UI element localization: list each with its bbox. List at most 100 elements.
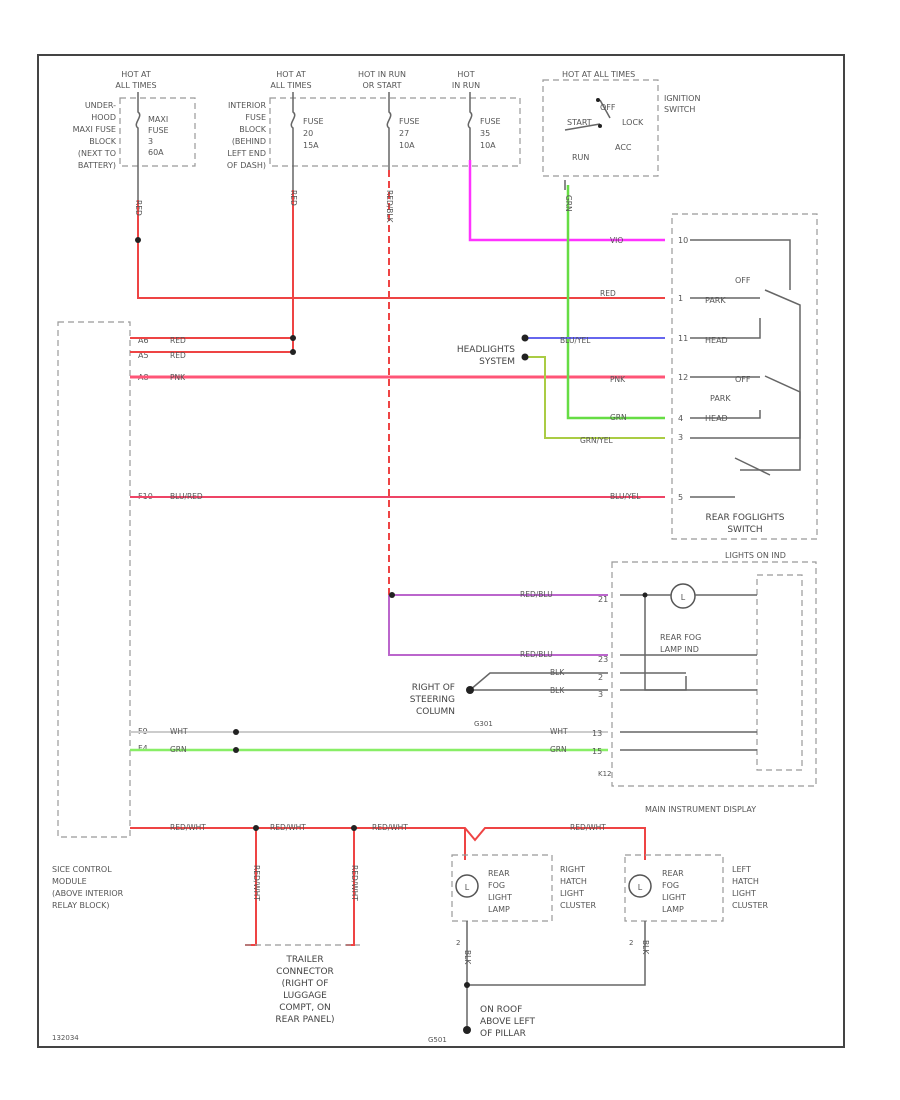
svg-text:REAR FOG: REAR FOG: [660, 633, 701, 642]
svg-text:ABOVE LEFT: ABOVE LEFT: [480, 1017, 536, 1027]
svg-text:RUN: RUN: [572, 153, 589, 162]
wire-red-underhood: [137, 200, 665, 299]
svg-text:3: 3: [678, 433, 683, 442]
svg-text:FUSE: FUSE: [399, 117, 420, 126]
wire-label: RED/WHT: [372, 823, 408, 832]
wire-label: GRN: [610, 413, 627, 422]
svg-text:3: 3: [598, 690, 603, 699]
right-lamp-label: REAR FOG LIGHT LAMP RIGHT HATCH LIGHT CL…: [488, 865, 597, 914]
ignition-switch-box: [542, 79, 659, 177]
wire-label: GRN: [564, 195, 573, 212]
svg-text:12: 12: [678, 373, 688, 382]
diagram-code: 132034: [52, 1034, 79, 1042]
rear-fog-switch-label: REAR FOGLIGHTS SWITCH: [705, 513, 784, 535]
svg-text:MAXI FUSE: MAXI FUSE: [73, 125, 116, 134]
wire-black-ground: [469, 672, 608, 691]
svg-text:BATTERY): BATTERY): [78, 161, 116, 170]
svg-text:3: 3: [148, 137, 153, 146]
svg-text:FUSE: FUSE: [480, 117, 501, 126]
wire-grn-yel: [525, 356, 665, 439]
svg-text:13: 13: [592, 729, 602, 738]
svg-text:1: 1: [678, 294, 683, 303]
instrument-connector-label: K12: [598, 770, 612, 778]
sice-pin-labels: A6 A5 A8 F10 F9 F4: [138, 336, 153, 753]
splice: [233, 747, 239, 753]
wire-label: WHT: [550, 727, 568, 736]
svg-text:OFF: OFF: [600, 103, 616, 112]
bulb-glyph: L: [465, 883, 470, 892]
wire-label: RED/WHT: [170, 823, 206, 832]
svg-text:2: 2: [598, 673, 603, 682]
header-ignition: HOT AT ALL TIMES: [562, 70, 635, 79]
splice: [389, 592, 395, 598]
svg-text:35: 35: [480, 129, 490, 138]
svg-text:REAR FOGLIGHTS: REAR FOGLIGHTS: [705, 513, 784, 523]
svg-text:11: 11: [678, 334, 688, 343]
svg-text:COLUMN: COLUMN: [416, 707, 455, 717]
wire-label: RED/BLU: [520, 590, 553, 599]
ignition-switch: START LOCK RUN ACC OFF IGNITION SWITCH: [564, 94, 700, 190]
svg-text:UNDER-: UNDER-: [85, 101, 116, 110]
svg-text:FOG: FOG: [488, 881, 505, 890]
rear-fog-switch-box: [671, 213, 818, 540]
svg-text:10: 10: [678, 236, 688, 245]
svg-text:LEFT END: LEFT END: [227, 149, 266, 158]
fuse-icon: [135, 92, 473, 200]
svg-text:STEERING: STEERING: [410, 695, 455, 705]
svg-text:LEFT: LEFT: [732, 865, 751, 874]
header-runstart-1: HOT IN RUN: [358, 70, 406, 79]
wire-label: RED: [170, 336, 186, 345]
svg-text:COMPT, ON: COMPT, ON: [279, 1003, 331, 1013]
svg-text:REAR PANEL): REAR PANEL): [275, 1015, 334, 1025]
splice: [351, 825, 357, 831]
header-underhood-2: ALL TIMES: [115, 81, 156, 90]
wire-label: RED/BLU: [520, 650, 553, 659]
header-run-2: IN RUN: [452, 81, 480, 90]
svg-text:ON ROOF: ON ROOF: [480, 1005, 522, 1015]
splice: [290, 335, 296, 341]
fuse-3-label: FUSE 27 10A: [399, 117, 420, 150]
svg-text:SICE CONTROL: SICE CONTROL: [52, 865, 112, 874]
svg-text:PARK: PARK: [710, 394, 731, 403]
svg-text:MAXI: MAXI: [148, 115, 168, 124]
svg-text:21: 21: [598, 595, 608, 604]
svg-text:HATCH: HATCH: [732, 877, 759, 886]
wire-label: RED: [134, 200, 143, 216]
wire-magenta: [468, 160, 665, 242]
svg-text:(RIGHT OF: (RIGHT OF: [282, 979, 329, 989]
svg-text:REAR: REAR: [488, 869, 510, 878]
splice: [290, 349, 296, 355]
bulb-glyph: L: [638, 883, 643, 892]
svg-text:60A: 60A: [148, 148, 164, 157]
svg-text:A6: A6: [138, 336, 149, 345]
svg-text:SWITCH: SWITCH: [727, 525, 762, 535]
wire-label: BLK: [641, 940, 650, 955]
svg-text:5: 5: [678, 493, 683, 502]
svg-text:HEADLIGHTS: HEADLIGHTS: [457, 345, 515, 355]
svg-text:LUGGAGE: LUGGAGE: [283, 991, 327, 1001]
wire-label: BLU/YEL: [610, 492, 641, 501]
svg-text:(NEXT TO: (NEXT TO: [78, 149, 116, 158]
svg-text:15A: 15A: [303, 141, 319, 150]
svg-text:HOOD: HOOD: [91, 113, 116, 122]
svg-text:23: 23: [598, 655, 608, 664]
svg-text:OF PILLAR: OF PILLAR: [480, 1029, 526, 1039]
svg-text:OFF: OFF: [735, 375, 751, 384]
sice-control-module-box: [57, 321, 131, 838]
right-lamp-box: [451, 854, 553, 922]
header-run-1: HOT: [457, 70, 474, 79]
rear-fog-switch-contacts: [690, 239, 801, 498]
fuse-1-label: MAXI FUSE 3 60A: [148, 115, 169, 157]
wire-label: PNK: [170, 373, 186, 382]
underhood-block-label: UNDER- HOOD MAXI FUSE BLOCK (NEXT TO BAT…: [73, 101, 117, 170]
svg-text:START: START: [567, 118, 592, 127]
svg-text:LAMP IND: LAMP IND: [660, 645, 699, 654]
wire-label: RED/WHT: [270, 823, 306, 832]
instrument-display-label: MAIN INSTRUMENT DISPLAY: [645, 805, 756, 814]
svg-text:RIGHT OF: RIGHT OF: [412, 683, 455, 693]
wire-label: WHT: [170, 727, 188, 736]
splice: [642, 592, 648, 598]
trailer-connector-label: TRAILER CONNECTOR (RIGHT OF LUGGAGE COMP…: [275, 955, 334, 1025]
svg-text:F4: F4: [138, 744, 148, 753]
svg-text:SWITCH: SWITCH: [664, 105, 695, 114]
